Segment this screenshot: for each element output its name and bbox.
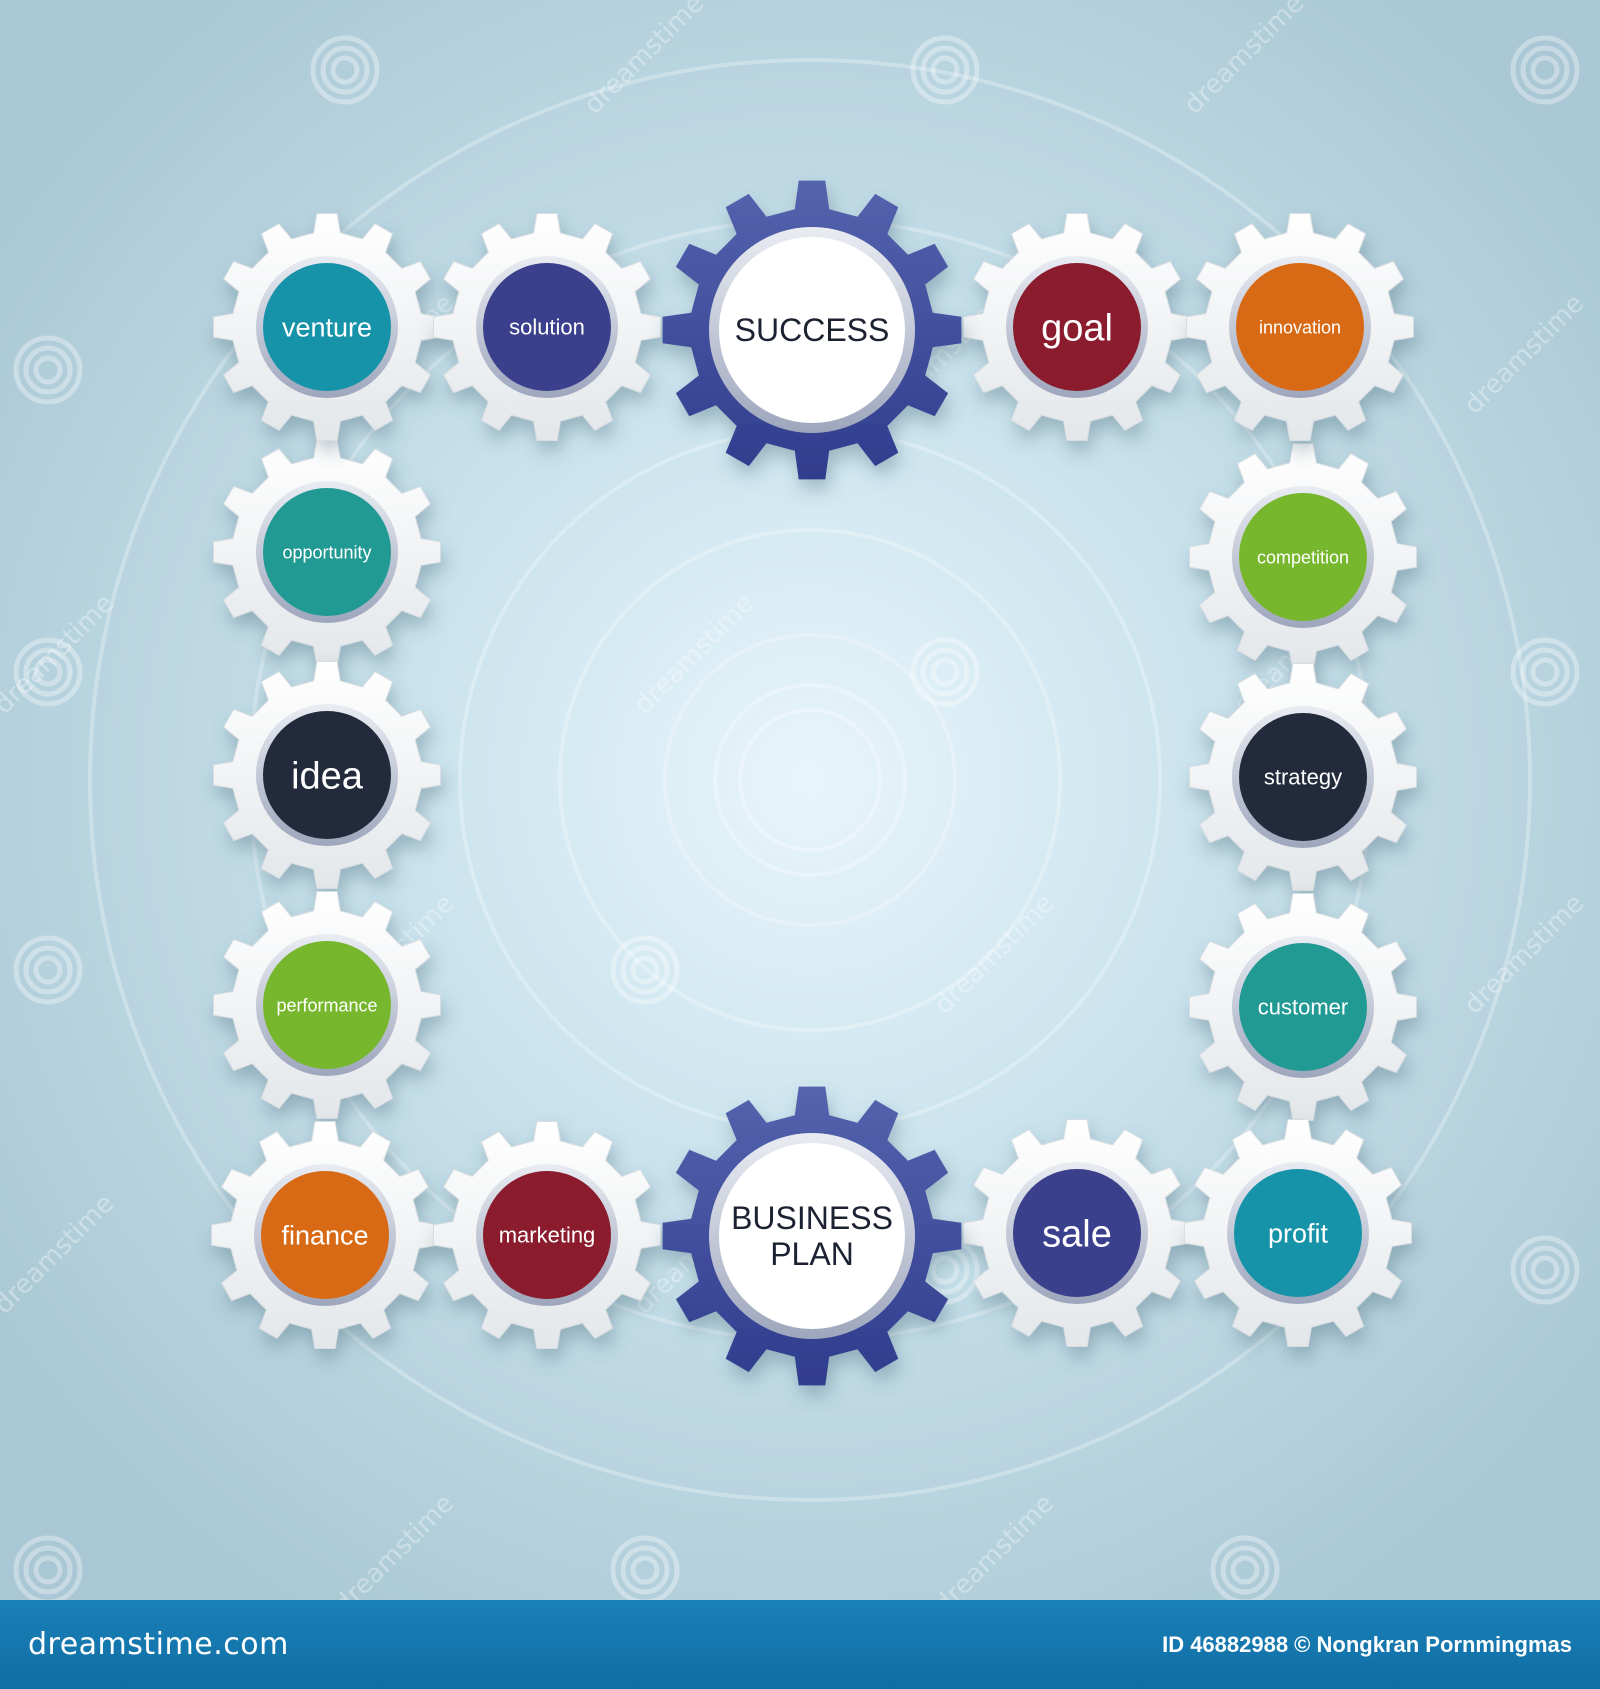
gear-disc bbox=[1239, 493, 1367, 621]
gear-label: finance bbox=[281, 1220, 368, 1250]
footer-credit: ID 46882988 © Nongkran Pornmingmas bbox=[1162, 1631, 1572, 1657]
gear-label: marketing bbox=[499, 1223, 596, 1248]
watermark-swirl-icon bbox=[13, 935, 83, 1005]
gear-profit: profit bbox=[1184, 1119, 1412, 1347]
gear-label: performance bbox=[276, 995, 377, 1015]
hub-disc bbox=[719, 237, 905, 423]
watermark-text: dreamstime bbox=[329, 1489, 461, 1600]
watermark-swirl-icon bbox=[1210, 1535, 1280, 1600]
hub-label: BUSINESS bbox=[731, 1200, 893, 1236]
gear-disc bbox=[483, 263, 611, 391]
gear-disc bbox=[483, 1171, 611, 1299]
gear-label: opportunity bbox=[282, 542, 371, 562]
hub-gear-success: SUCCESS bbox=[662, 180, 962, 480]
footer-brand[interactable]: dreamstime.com bbox=[28, 1627, 289, 1662]
watermark-swirl-icon bbox=[1510, 637, 1580, 707]
watermark-swirl-icon bbox=[13, 1535, 83, 1600]
gear-solution: solution bbox=[433, 213, 661, 441]
gear-disc bbox=[1239, 713, 1367, 841]
gear-diagram: dreamstime dreamstime dreamstime dreamstime… bbox=[0, 0, 1591, 1600]
gear-label: profit bbox=[1268, 1218, 1329, 1248]
gear-label: goal bbox=[1041, 307, 1113, 349]
gear-customer: customer bbox=[1189, 893, 1417, 1121]
watermark-swirl-icon bbox=[910, 637, 980, 707]
background-ring bbox=[663, 633, 957, 927]
gear-label: solution bbox=[509, 315, 585, 340]
gear-disc bbox=[263, 263, 391, 391]
watermark-swirl-icon bbox=[13, 637, 83, 707]
watermark-text: dreamstime bbox=[1459, 889, 1591, 1021]
watermark-swirl-icon bbox=[610, 935, 680, 1005]
watermark-swirl-icon bbox=[1510, 1235, 1580, 1305]
watermark-text: dreamstime bbox=[929, 1489, 1061, 1600]
background-ring bbox=[558, 528, 1062, 1032]
gear-label: venture bbox=[282, 312, 372, 342]
watermark-swirl-icon bbox=[310, 35, 380, 105]
gear-disc bbox=[261, 1171, 389, 1299]
hub-label: PLAN bbox=[770, 1236, 854, 1272]
gear-label: competition bbox=[1257, 547, 1349, 567]
background-ring bbox=[458, 428, 1162, 1132]
watermark-text: dreamstime bbox=[1459, 289, 1591, 421]
watermark-text: dreamstime bbox=[1179, 0, 1311, 120]
gear-disc bbox=[1234, 1169, 1362, 1297]
gear-disc bbox=[1239, 943, 1367, 1071]
gear-group: opportunity idea performance competition str… bbox=[211, 180, 1417, 1386]
gear-disc bbox=[263, 488, 391, 616]
gear-label: sale bbox=[1042, 1213, 1112, 1255]
gear-idea: idea bbox=[213, 661, 441, 889]
hub-label: SUCCESS bbox=[735, 312, 890, 348]
gear-sale: sale bbox=[963, 1119, 1191, 1347]
gear-disc bbox=[1013, 263, 1141, 391]
gear-strategy: strategy bbox=[1189, 663, 1417, 891]
background-ring bbox=[738, 708, 882, 852]
gear-opportunity: opportunity bbox=[213, 438, 441, 666]
gear-disc bbox=[1236, 263, 1364, 391]
gear-competition: competition bbox=[1189, 443, 1417, 671]
footer-bar: dreamstime.com ID 46882988 © Nongkran Po… bbox=[0, 1600, 1600, 1689]
watermark-text: dreamstime bbox=[0, 1189, 120, 1321]
watermark-swirl-icon bbox=[910, 35, 980, 105]
watermark-swirl-icon bbox=[1510, 35, 1580, 105]
gear-disc bbox=[263, 941, 391, 1069]
watermark-text: dreamstime bbox=[929, 889, 1061, 1021]
gear-disc bbox=[1013, 1169, 1141, 1297]
hub-disc bbox=[719, 1143, 905, 1329]
gear-innovation: innovation bbox=[1186, 213, 1414, 441]
gear-label: idea bbox=[291, 755, 364, 797]
gear-disc bbox=[263, 711, 391, 839]
gear-goal: goal bbox=[963, 213, 1191, 441]
gear-venture: venture bbox=[213, 213, 441, 441]
gear-label: customer bbox=[1258, 995, 1348, 1020]
watermark-swirl-icon bbox=[610, 1535, 680, 1600]
gear-label: innovation bbox=[1259, 317, 1341, 337]
gear-finance: finance bbox=[211, 1121, 439, 1349]
watermark-swirl-icon bbox=[13, 335, 83, 405]
gear-performance: performance bbox=[213, 891, 441, 1119]
background-ring bbox=[713, 683, 907, 877]
background-ring bbox=[88, 58, 1532, 1502]
watermark-text: dreamstime bbox=[579, 0, 711, 120]
gear-label: strategy bbox=[1264, 765, 1342, 790]
gear-marketing: marketing bbox=[433, 1121, 661, 1349]
